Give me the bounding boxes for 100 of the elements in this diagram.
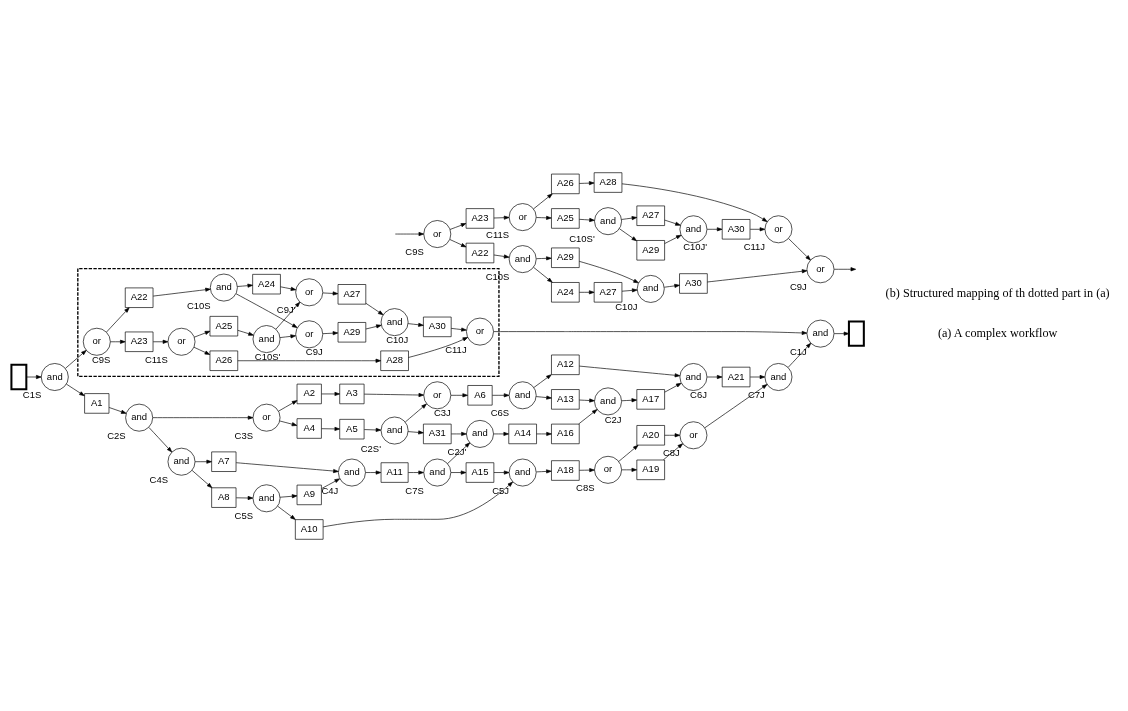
arrow bbox=[235, 292, 298, 328]
node-box: A29 bbox=[337, 321, 367, 342]
node-circle: and bbox=[380, 307, 409, 336]
node-box: A3 bbox=[339, 383, 365, 404]
node-box: A25 bbox=[209, 315, 239, 336]
arrow bbox=[106, 306, 130, 332]
node-box bbox=[847, 319, 865, 347]
arrow bbox=[280, 285, 297, 291]
node-box: A30 bbox=[721, 218, 751, 239]
arrow bbox=[536, 431, 552, 436]
arrow bbox=[152, 415, 254, 420]
arrow bbox=[579, 217, 595, 222]
node-box: A13 bbox=[551, 388, 580, 410]
node-box: A7 bbox=[211, 451, 237, 472]
arrow bbox=[449, 222, 467, 230]
arrow bbox=[536, 255, 552, 260]
node-label: C11J bbox=[445, 343, 467, 355]
arrow bbox=[193, 330, 211, 337]
node-circle: and bbox=[423, 458, 452, 486]
arrow bbox=[621, 287, 638, 292]
node-label: C10J bbox=[615, 300, 638, 312]
node-label: C6S bbox=[490, 406, 510, 418]
node-circle: or bbox=[764, 214, 793, 243]
node-label: C10S' bbox=[254, 350, 281, 362]
arrow bbox=[535, 395, 552, 400]
arrow bbox=[664, 219, 681, 226]
arrow bbox=[321, 478, 340, 489]
arrow bbox=[322, 481, 513, 527]
node-box: A28 bbox=[593, 171, 623, 193]
node-circle: and bbox=[252, 324, 281, 353]
node-label: C3J bbox=[433, 406, 451, 418]
arrow bbox=[279, 493, 298, 498]
node-box: A22 bbox=[465, 242, 495, 263]
arrow bbox=[621, 183, 768, 222]
node-box: A8 bbox=[211, 486, 237, 508]
arrow bbox=[148, 426, 173, 452]
arrow bbox=[663, 442, 683, 460]
node-label: C4S bbox=[149, 473, 169, 485]
node-box: A19 bbox=[636, 459, 665, 480]
arrow bbox=[65, 349, 87, 369]
arrow bbox=[365, 323, 382, 329]
arrow bbox=[237, 358, 382, 363]
arrow bbox=[493, 431, 509, 436]
node-label: C9J bbox=[305, 345, 323, 357]
node-circle: and bbox=[338, 458, 366, 486]
node-box: A9 bbox=[296, 484, 322, 505]
node-circle: and bbox=[594, 387, 622, 415]
arrow bbox=[152, 287, 211, 296]
node-box: A27 bbox=[337, 283, 367, 304]
node-box: A24 bbox=[252, 273, 281, 294]
arrow bbox=[450, 431, 467, 436]
node-box: A17 bbox=[636, 388, 665, 410]
arrow bbox=[322, 330, 339, 335]
node-label: C2S bbox=[107, 429, 126, 441]
arrow bbox=[621, 397, 637, 402]
node-circle: and bbox=[209, 273, 238, 301]
arrow bbox=[533, 373, 552, 388]
node-circle: and bbox=[252, 483, 281, 512]
arrow bbox=[579, 398, 595, 402]
label: (b) Structured mapping of th dotted part in (a) bbox=[885, 285, 1110, 300]
node-box: A18 bbox=[551, 459, 580, 481]
node-label: C2J' bbox=[447, 445, 467, 457]
node-circle: or bbox=[466, 317, 494, 345]
arrow bbox=[749, 374, 766, 379]
node-label: C4J bbox=[321, 484, 339, 496]
node-label: C1J bbox=[790, 345, 807, 357]
node-box: A5 bbox=[339, 418, 365, 439]
node-box: A11 bbox=[380, 461, 409, 483]
node-box bbox=[10, 363, 28, 390]
node-label: C5J bbox=[492, 484, 510, 496]
node-box: A4 bbox=[296, 417, 322, 439]
node-label: C9S bbox=[91, 353, 111, 365]
arrow bbox=[394, 231, 424, 236]
node-circle: or bbox=[167, 327, 196, 356]
node-box: A30 bbox=[679, 272, 708, 294]
arrow bbox=[404, 403, 427, 422]
arrow bbox=[663, 283, 680, 288]
arrow bbox=[110, 339, 126, 344]
node-box: A29 bbox=[636, 239, 665, 260]
node-box: A22 bbox=[124, 287, 154, 308]
node-box: A10 bbox=[295, 518, 324, 540]
arrow bbox=[664, 382, 682, 392]
node-box: A23 bbox=[124, 331, 154, 352]
arrow bbox=[536, 215, 552, 220]
arrow bbox=[578, 408, 598, 424]
node-label: C11J bbox=[743, 240, 766, 252]
arrow bbox=[363, 392, 424, 397]
node-label: C7J bbox=[748, 388, 765, 400]
arrow bbox=[447, 442, 471, 464]
label: (a) A complex workflow bbox=[937, 325, 1058, 340]
node-box: A12 bbox=[551, 354, 580, 375]
node-label: C3S bbox=[234, 429, 254, 441]
arrow bbox=[322, 290, 339, 295]
arrow bbox=[235, 461, 339, 473]
node-box: A26 bbox=[209, 350, 239, 371]
arrow bbox=[365, 302, 384, 315]
arrow bbox=[833, 266, 856, 271]
node-box: A2 bbox=[296, 383, 322, 404]
node-circle: and bbox=[679, 362, 708, 391]
node-label: C9S bbox=[405, 245, 424, 257]
